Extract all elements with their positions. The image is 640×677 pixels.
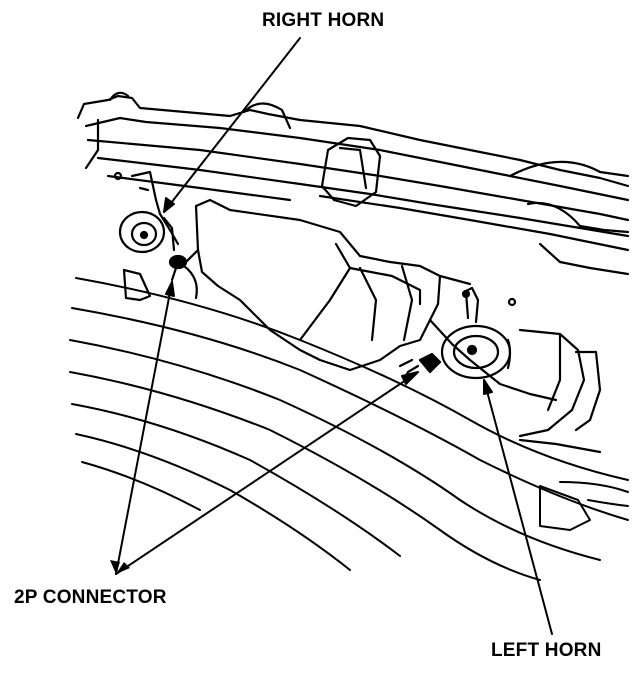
connector-arrowheads [110,560,130,574]
right-horn-connector [170,256,197,298]
right-horn [115,172,178,252]
inner-panel [124,200,600,452]
left-horn [442,288,515,378]
left-horn-label: LEFT HORN [491,640,602,661]
right-horn-label: RIGHT HORN [262,10,385,31]
bumper-lines [70,278,628,580]
leader-lines [116,38,552,634]
connector-label: 2P CONNECTOR [14,587,167,608]
upper-frame [78,93,628,274]
